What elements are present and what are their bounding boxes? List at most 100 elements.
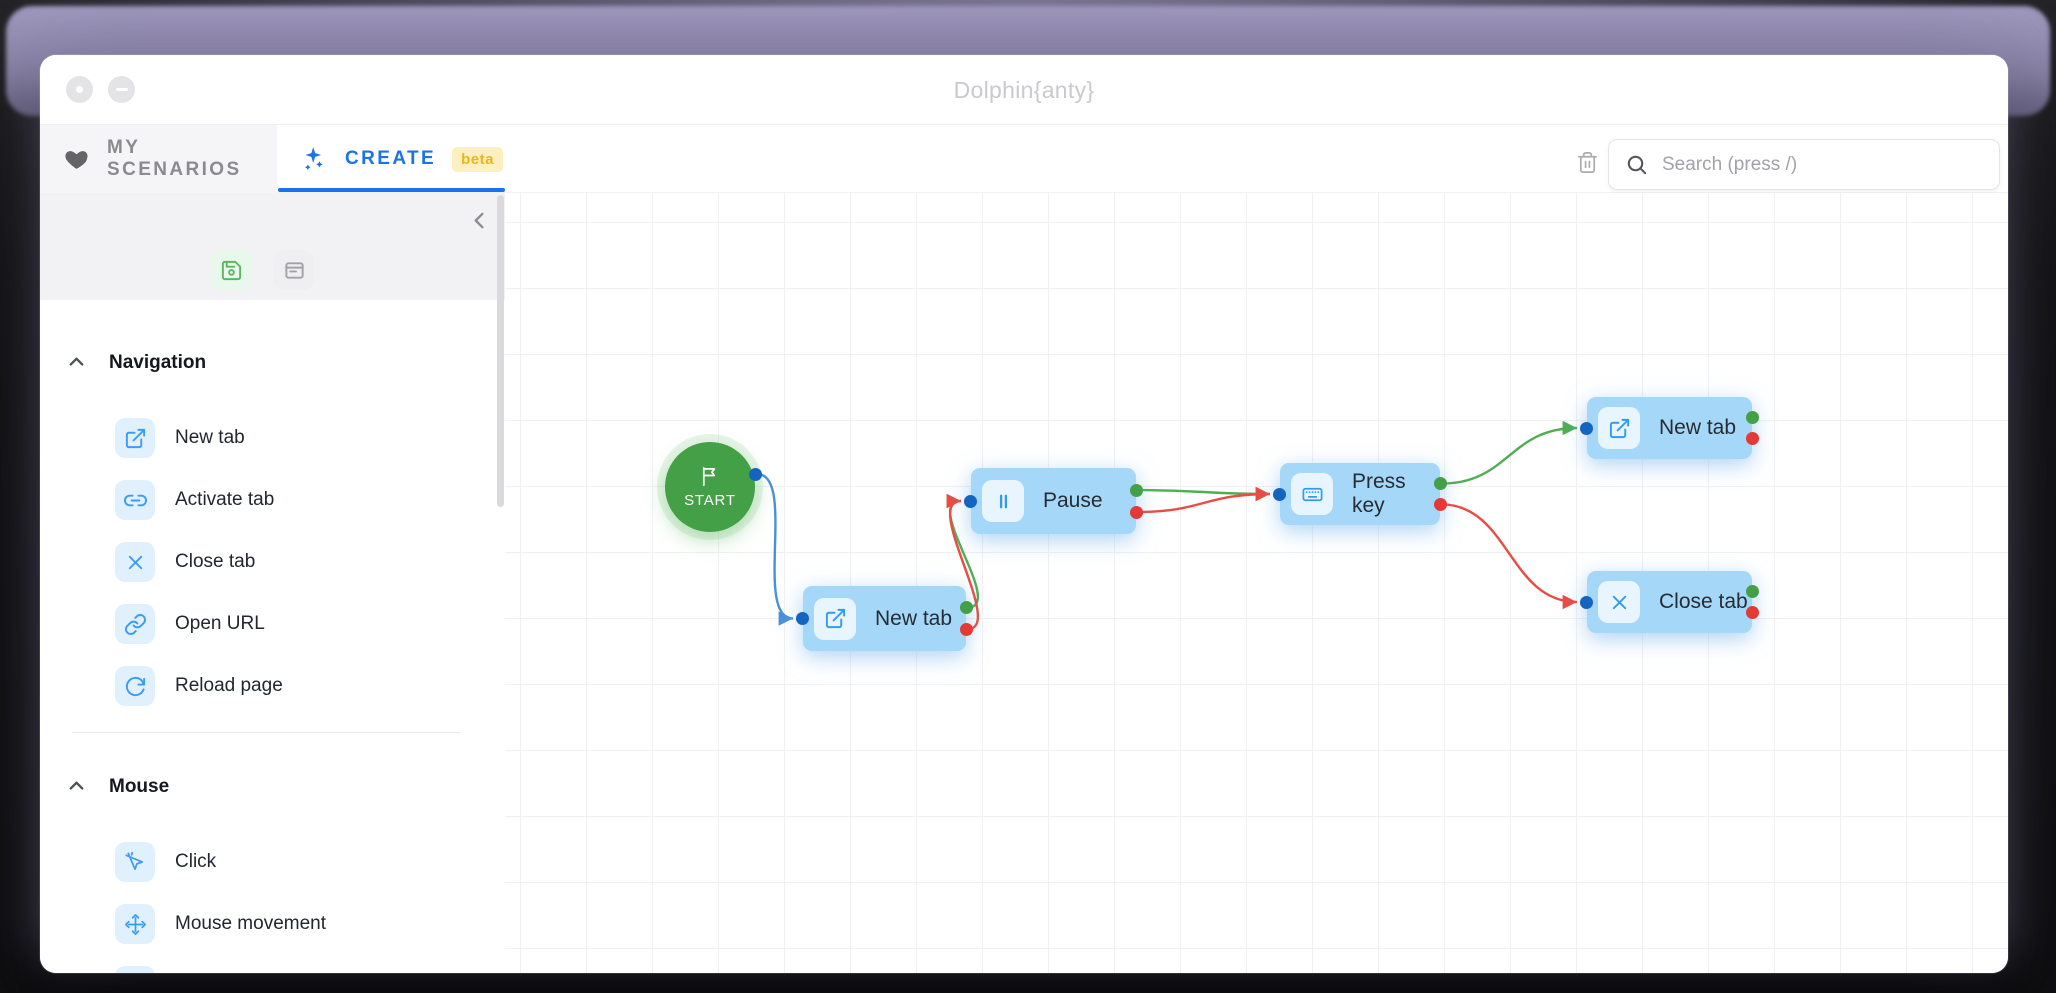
- minimize-icon: [115, 87, 128, 92]
- search-icon: [1625, 153, 1648, 176]
- edge-press-key-to-close-tab[interactable]: [1440, 503, 1578, 610]
- success-port[interactable]: [1746, 585, 1759, 599]
- edges-layer: [756, 420, 1578, 631]
- start-node-label: START: [684, 492, 736, 509]
- start-node[interactable]: START: [665, 442, 762, 532]
- tab-bar: MY SCENARIOS CREATE beta: [40, 125, 2008, 193]
- keyboard-icon: [1291, 473, 1333, 515]
- node-label: Pause: [1043, 489, 1103, 512]
- sidebar-divider: [72, 732, 460, 733]
- close-tab-icon: [115, 542, 155, 582]
- activate-tab-icon: [115, 480, 155, 520]
- click-icon: [115, 842, 155, 882]
- trash-icon[interactable]: [1572, 147, 1602, 177]
- edge-pause-to-press-key[interactable]: [1136, 486, 1271, 502]
- sidebar-item-label: Activate tab: [175, 489, 275, 510]
- input-port[interactable]: [964, 494, 977, 508]
- section-header-mouse[interactable]: Mouse: [40, 775, 505, 798]
- edge-pause-to-press-key[interactable]: [1136, 486, 1271, 514]
- sidebar-item-label: Reload page: [175, 675, 283, 696]
- section-title: Navigation: [109, 351, 207, 373]
- success-port[interactable]: [960, 601, 973, 615]
- input-port[interactable]: [1580, 421, 1593, 435]
- collapse-sidebar-button[interactable]: [467, 207, 493, 233]
- reload-page-icon: [115, 666, 155, 706]
- node-new-tab-1[interactable]: New tab: [796, 586, 973, 651]
- window-minimize-button[interactable]: [108, 76, 135, 103]
- sidebar-item-new-tab[interactable]: New tab: [40, 418, 505, 458]
- search-input[interactable]: [1660, 152, 1983, 177]
- window-dot-button[interactable]: [66, 76, 93, 103]
- search-box[interactable]: [1608, 139, 2000, 190]
- input-port[interactable]: [796, 612, 809, 625]
- sidebar-item-click[interactable]: Click: [40, 842, 505, 882]
- tab-create[interactable]: CREATE beta: [302, 125, 503, 193]
- app-window: Dolphin{anty} MY SCENARIOS CREATE beta: [40, 55, 2008, 973]
- active-tab-indicator: [278, 188, 505, 192]
- flag-icon: [699, 465, 722, 488]
- open-url-icon: [115, 604, 155, 644]
- error-port[interactable]: [960, 622, 973, 636]
- dot-icon: [76, 86, 83, 93]
- error-port[interactable]: [1434, 497, 1447, 511]
- success-port[interactable]: [1746, 411, 1759, 425]
- flow-canvas[interactable]: START New tab Pause Press key New tab Cl…: [505, 193, 2008, 973]
- error-port[interactable]: [1746, 605, 1759, 619]
- node-close-tab[interactable]: Close tab: [1580, 571, 1759, 633]
- success-port[interactable]: [1130, 483, 1143, 497]
- error-port[interactable]: [1130, 505, 1143, 519]
- input-port[interactable]: [1273, 487, 1286, 501]
- sidebar-item-label: Close tab: [175, 551, 256, 572]
- new-tab-icon: [115, 418, 155, 458]
- sidebar-toolbar: [40, 193, 505, 300]
- save-scenario-button[interactable]: [211, 250, 251, 290]
- error-port[interactable]: [1746, 431, 1759, 445]
- node-label: Close tab: [1659, 590, 1748, 613]
- chevron-up-icon: [65, 351, 88, 374]
- pause-icon: [982, 480, 1024, 522]
- sidebar-item-activate-tab[interactable]: Activate tab: [40, 480, 505, 520]
- scroll-icon: [115, 966, 155, 973]
- close-tab-icon: [1598, 581, 1640, 623]
- node-label: Press key: [1352, 470, 1406, 517]
- tab-my-scenarios[interactable]: MY SCENARIOS: [40, 125, 277, 193]
- titlebar: Dolphin{anty}: [40, 55, 2008, 125]
- success-port[interactable]: [1434, 477, 1447, 491]
- panel-view-button[interactable]: [274, 250, 314, 290]
- node-label: New tab: [875, 606, 953, 630]
- sidebar-item-reload-page[interactable]: Reload page: [40, 666, 505, 706]
- sidebar-scrollbar[interactable]: [497, 195, 504, 507]
- start-output-port[interactable]: [749, 468, 762, 481]
- sparkles-icon: [302, 146, 329, 173]
- input-port[interactable]: [1580, 595, 1593, 609]
- sidebar-item-label: Click: [175, 851, 217, 872]
- sidebar-item-scroll[interactable]: Scroll: [40, 966, 505, 973]
- sidebar-item-open-url[interactable]: Open URL: [40, 604, 505, 644]
- window-controls: [66, 76, 135, 103]
- node-label: New tab: [1659, 416, 1737, 439]
- edge-new-tab-1-to-pause[interactable]: [946, 493, 980, 631]
- chevron-up-icon: [65, 775, 88, 798]
- sidebar-item-label: Mouse movement: [175, 913, 327, 934]
- sidebar-item-close-tab[interactable]: Close tab: [40, 542, 505, 582]
- new-tab-icon: [814, 597, 856, 640]
- sidebar-item-label: New tab: [175, 427, 245, 448]
- tab-create-label: CREATE: [345, 148, 437, 169]
- node-pause[interactable]: Pause: [964, 468, 1143, 534]
- mouse-movement-icon: [115, 904, 155, 944]
- node-press-key[interactable]: Press key: [1273, 463, 1447, 525]
- tab-my-scenarios-label: MY SCENARIOS: [107, 137, 242, 180]
- sidebar-item-mouse-movement[interactable]: Mouse movement: [40, 904, 505, 944]
- window-title: Dolphin{anty}: [953, 76, 1095, 103]
- new-tab-icon: [1598, 407, 1640, 449]
- section-title: Mouse: [109, 775, 170, 797]
- heart-icon: [64, 147, 89, 172]
- edge-start-to-new-tab-1[interactable]: [756, 472, 794, 626]
- node-new-tab-2[interactable]: New tab: [1580, 397, 1759, 459]
- beta-badge: beta: [452, 146, 503, 172]
- edge-press-key-to-new-tab-2[interactable]: [1440, 420, 1578, 485]
- section-header-navigation[interactable]: Navigation: [40, 351, 505, 374]
